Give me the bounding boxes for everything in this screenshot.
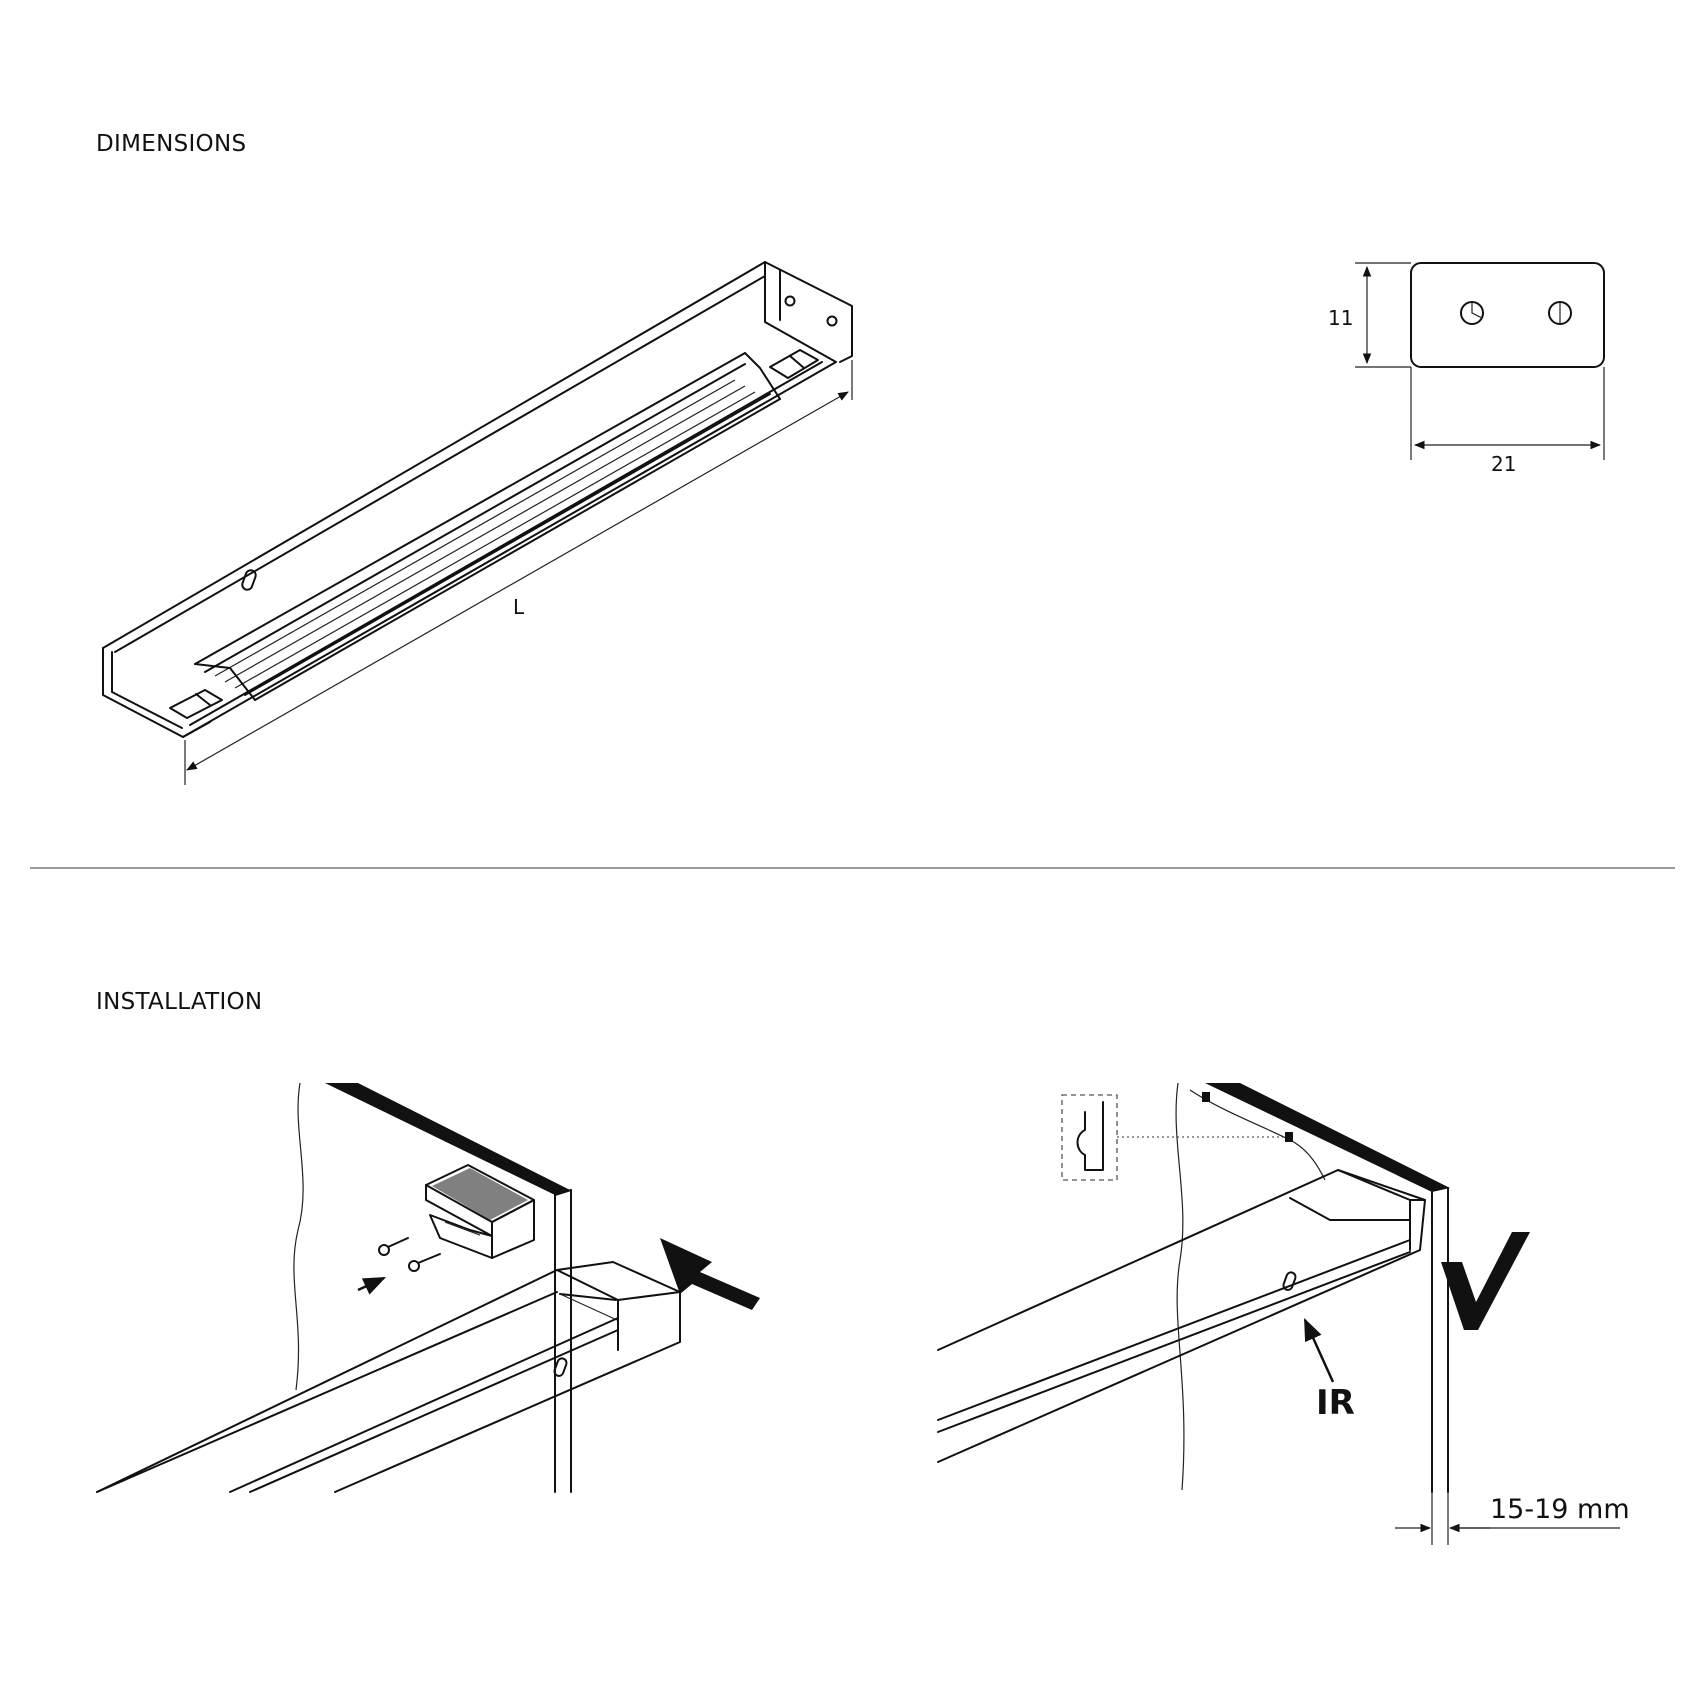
- slot-icon: [241, 569, 257, 591]
- installation-step-2: [937, 1082, 1620, 1545]
- height-label: 11: [1328, 306, 1353, 330]
- installation-heading: INSTALLATION: [96, 989, 263, 1015]
- ir-sensor-arrow-icon: [1303, 1317, 1335, 1383]
- insert-arrow-icon: [660, 1238, 760, 1310]
- screw-icon: [378, 1237, 409, 1256]
- dimensions-heading: DIMENSIONS: [96, 131, 247, 157]
- cable-clip-icon: [1285, 1132, 1293, 1142]
- width-label: 21: [1491, 452, 1516, 476]
- mounting-hole-icon: [784, 295, 796, 307]
- screw-icon: [408, 1253, 441, 1272]
- detail-box: [1061, 1094, 1118, 1181]
- light-bar-isometric: [102, 261, 853, 785]
- checkmark-icon: [1441, 1232, 1530, 1330]
- cable-clip-icon: [1202, 1092, 1210, 1102]
- slot-icon: [1282, 1271, 1297, 1291]
- mounting-hole-icon: [826, 315, 838, 327]
- length-label: L: [513, 595, 525, 619]
- length-dimension-line: [186, 391, 849, 771]
- end-clip-far: [769, 349, 819, 379]
- ir-sensor-label: IR: [1316, 1383, 1355, 1423]
- end-clip: [425, 1164, 535, 1259]
- panel-thickness-label: 15-19 mm: [1490, 1494, 1630, 1525]
- end-view: [1355, 262, 1605, 460]
- slot-icon: [553, 1357, 568, 1377]
- small-arrow-icon: [357, 1276, 387, 1295]
- installation-step-1: [96, 1082, 760, 1493]
